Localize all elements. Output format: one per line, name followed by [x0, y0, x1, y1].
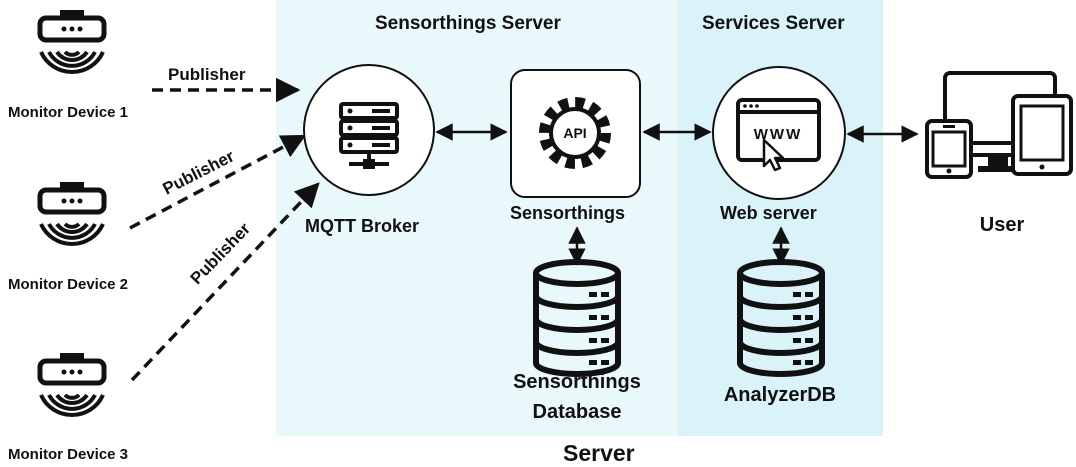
- monitor-device-1-label: Monitor Device 1: [8, 104, 129, 121]
- server-rack-icon: [339, 102, 399, 169]
- mqtt-broker-label: MQTT Broker: [305, 216, 420, 236]
- mqtt-broker-node: [303, 64, 435, 196]
- sensorthings-database-line1: Sensorthings: [513, 371, 641, 393]
- www-icon-text: WWW: [754, 126, 802, 143]
- sensorthings-server-title: Sensorthings Server: [375, 13, 561, 34]
- monitor-device-icon: [40, 10, 104, 72]
- services-server-title: Services Server: [702, 13, 845, 34]
- publisher-connector-2: [129, 134, 307, 230]
- publisher-connector-3: [130, 182, 320, 382]
- user-devices-icon: [925, 71, 1073, 179]
- monitor-device-icon: [40, 182, 104, 244]
- sensorthings-label: Sensorthings: [510, 203, 626, 223]
- monitor-device-2-label: Monitor Device 2: [8, 276, 129, 293]
- browser-www-icon: WWW: [736, 98, 821, 172]
- web-server-node: WWW: [712, 66, 846, 200]
- sensorthings-database-line2: Database: [532, 401, 622, 423]
- sensorthings-database-label: Sensorthings Database: [487, 367, 667, 427]
- monitor-device-icon: [40, 353, 104, 415]
- analyzerdb-label: AnalyzerDB: [723, 384, 837, 406]
- monitor-device-3-label: Monitor Device 3: [8, 446, 129, 463]
- sensorthings-node: API: [510, 69, 641, 198]
- publisher-label-1: Publisher: [168, 65, 246, 84]
- web-server-label: Web server: [720, 203, 817, 223]
- api-gear-icon: API: [539, 97, 611, 169]
- user-label: User: [979, 214, 1025, 236]
- api-icon-text: API: [563, 125, 586, 141]
- server-label: Server: [563, 440, 635, 466]
